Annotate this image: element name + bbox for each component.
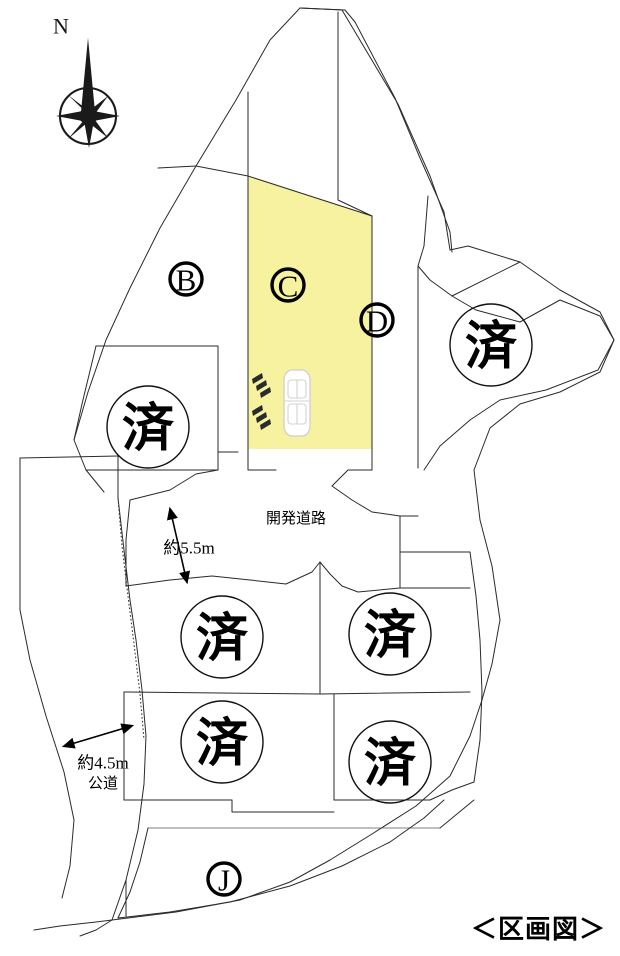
lot-badge-b-label: B [176,263,197,298]
lower-parcel-lines [123,551,483,829]
compass-north-label: N [53,14,69,39]
dimension-label-lower: 約4.5m [77,754,128,773]
sold-badge-row2-left: 済 [180,700,264,784]
development-road-region [125,448,471,593]
left-upper-sold-parcel [73,345,239,493]
dimension-4-5m: 約4.5m 公道 [61,723,135,792]
lot-badge-c[interactable]: C [270,267,306,304]
lot-badge-j-label: J [218,863,230,898]
page-title: ＜区画図＞ [470,915,606,945]
lot-c-highlight[interactable] [248,176,372,449]
sold-badge-label: 済 [196,714,249,774]
public-road-left [19,455,147,921]
site-boundary [33,7,615,931]
sold-badge-label: 済 [196,609,249,669]
sold-badge-east: 済 [449,303,533,387]
lot-badge-c-label: C [278,269,299,304]
development-road-label: 開発道路 [266,509,326,527]
upper-parcel-lines [157,7,615,471]
car-icon [283,369,311,437]
sold-badge-row1-right: 済 [348,592,432,676]
lot-badge-j[interactable]: J [206,861,242,898]
dimension-5-5m: 約5.5m [163,506,215,585]
sold-badge-row1-left: 済 [180,595,264,679]
parcel-j [79,799,445,937]
public-road-label: 公道 [88,774,118,792]
compass-rose-icon: N [53,14,120,148]
lot-badge-d[interactable]: D [359,302,395,339]
sold-badge-row2-right: 済 [348,720,432,804]
lot-badge-b[interactable]: B [168,261,204,298]
parcel-fills [248,176,372,449]
sold-badge-label: 済 [364,606,417,666]
sold-badge-label: 済 [465,317,518,377]
sold-badge-label: 済 [122,399,175,459]
entrance-arrow-icon [252,373,271,430]
lot-badge-d-label: D [366,304,388,339]
sold-badge-left-upper: 済 [106,385,190,469]
dimension-label-upper: 約5.5m [163,539,214,558]
sold-badge-label: 済 [364,734,417,794]
